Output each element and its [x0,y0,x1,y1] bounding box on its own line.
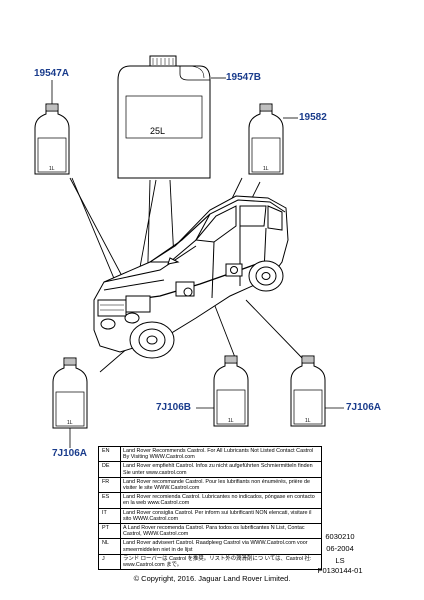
note-text: Land Rover consiglia Castrol. Per inform… [120,507,322,525]
note-text: Land Rover Recommends Castrol. For All L… [120,445,322,463]
note-text: Land Rover recomienda Castrol. Lubricant… [120,492,322,509]
part-label-7j106b: 7J106B [156,402,192,413]
bottle-volume: 1L [228,418,234,424]
bottle-7j106b: 1L [213,355,249,427]
table-row: DE Land Rover empfiehlt Castrol. Infos z… [98,461,322,478]
language-code: PT [98,523,121,540]
language-code: ES [98,492,121,509]
reference-number: 6030210 [325,532,355,541]
table-row: IT Land Rover consiglia Castrol. Per inf… [98,507,322,525]
language-code: DE [98,461,121,478]
part-label-19547b: 19547B [226,72,262,83]
copyright-notice: © Copyright, 2016. Jaguar Land Rover Lim… [133,574,291,583]
bottle-7j106a-right: 1L [290,355,326,427]
bottle-19547a: 1L [34,103,70,175]
part-label-7j106a-left: 7J106A [52,448,88,459]
bottle-volume: 1L [49,166,55,172]
table-row: NL Land Rover adviseert Castrol. Raadple… [98,538,322,555]
table-row: FR Land Rover recommande Castrol. Pour l… [98,476,322,494]
label-leaders [51,77,344,448]
table-row: PT A Land Rover recomenda Castrol. Para … [98,523,322,540]
language-code: J [98,553,121,571]
drum-volume: 25L [150,126,165,136]
bottle-volume: 1L [305,418,311,424]
bottle-7j106a-left: 1L [52,357,88,429]
note-text: Land Rover recommande Castrol. Pour les … [120,476,322,494]
language-code: FR [98,476,121,494]
note-text: Land Rover adviseert Castrol. Raadpleeg … [120,538,322,555]
language-code: NL [98,538,121,555]
drum-25l: 25L [117,55,211,179]
language-code: IT [98,507,121,525]
part-label-7j106a-right: 7J106A [346,402,382,413]
language-code: EN [98,445,121,463]
lubricant-notes-table: EN Land Rover Recommends Castrol. For Al… [98,445,322,571]
note-text: Land Rover empfiehlt Castrol. Infos zu n… [120,461,322,478]
vehicle [93,195,289,359]
part-label-19582: 19582 [299,112,327,123]
table-row: EN Land Rover Recommends Castrol. For Al… [98,445,322,463]
reference-initials: LS [335,556,345,565]
table-row: J ランド ローバーは Castrol を推奨。リスト外の潤滑剤につ いては、C… [98,553,322,571]
bottle-volume: 1L [67,420,73,426]
reference-date: 06-2004 [326,544,354,553]
part-label-19547a: 19547A [34,68,70,79]
bottle-19582: 1L [248,103,284,175]
note-text: A Land Rover recomenda Castrol. Para tod… [120,523,322,540]
table-row: ES Land Rover recomienda Castrol. Lubric… [98,492,322,509]
reference-plate: P0130144-01 [317,566,363,575]
bottle-volume: 1L [263,166,269,172]
note-text: ランド ローバーは Castrol を推奨。リスト外の潤滑剤につ いては、Cas… [120,553,322,571]
